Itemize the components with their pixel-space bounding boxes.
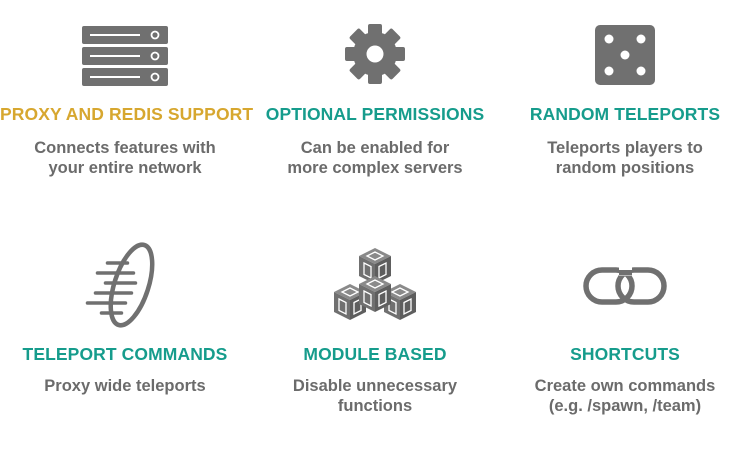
feature-title: OPTIONAL PERMISSIONS <box>265 104 485 124</box>
feature-description: Connects features with your entire netwo… <box>0 138 250 178</box>
feature-title: PROXY AND REDIS SUPPORT <box>0 104 254 124</box>
cubes-icon <box>332 246 418 322</box>
dice-icon <box>595 25 655 85</box>
description-line: random positions <box>555 159 695 177</box>
feature-description: Create own commands (e.g. /spawn, /team) <box>500 376 750 416</box>
description-line: more complex servers <box>287 159 463 177</box>
chain-link-icon <box>583 267 667 305</box>
description-line: Disable unnecessary <box>292 377 458 395</box>
description-line: Create own commands <box>534 377 716 395</box>
feature-description: Teleports players to random positions <box>500 138 750 178</box>
server-icon <box>82 26 168 86</box>
feature-description: Disable unnecessary functions <box>250 376 500 416</box>
feature-teleport-commands: TELEPORT COMMANDS Proxy wide teleports <box>0 225 250 451</box>
feature-title: TELEPORT COMMANDS <box>22 344 228 364</box>
description-line: Connects features with <box>34 139 216 157</box>
portal-icon <box>85 241 161 329</box>
feature-module-based: MODULE BASED Disable unnecessary functio… <box>250 225 500 451</box>
feature-description: Proxy wide teleports <box>0 376 250 396</box>
feature-proxy-redis: PROXY AND REDIS SUPPORT Connects feature… <box>0 0 254 200</box>
feature-random-teleports: RANDOM TELEPORTS Teleports players to ra… <box>500 0 750 200</box>
description-line: Proxy wide teleports <box>44 377 206 395</box>
description-line: functions <box>337 397 413 415</box>
feature-description: Can be enabled for more complex servers <box>250 138 500 178</box>
gear-icon <box>344 23 406 85</box>
feature-title: MODULE BASED <box>303 344 447 364</box>
feature-shortcuts: SHORTCUTS Create own commands (e.g. /spa… <box>500 225 750 451</box>
description-line: (e.g. /spawn, /team) <box>548 397 702 415</box>
feature-title: RANDOM TELEPORTS <box>529 104 721 124</box>
description-line: Can be enabled for <box>300 139 450 157</box>
feature-title: SHORTCUTS <box>570 344 680 364</box>
description-line: your entire network <box>48 159 202 177</box>
description-line: Teleports players to <box>547 139 703 157</box>
feature-optional-permissions: OPTIONAL PERMISSIONS Can be enabled for … <box>250 0 500 200</box>
